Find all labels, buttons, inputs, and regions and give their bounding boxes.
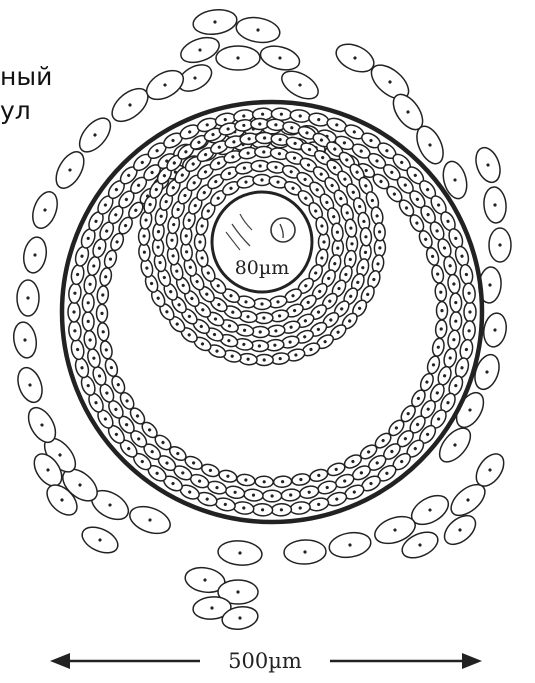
cumulus-cell	[373, 222, 386, 241]
theca-cell	[177, 33, 222, 67]
theca-cell	[78, 522, 122, 558]
granulosa-cell	[462, 320, 476, 341]
theca-cell	[28, 188, 62, 231]
granulosa-cell	[271, 503, 292, 516]
theca-cell	[50, 147, 89, 193]
granulosa-cell	[462, 283, 476, 304]
theca-cell	[489, 228, 511, 262]
theca-cell	[327, 530, 373, 561]
granulosa-cell	[447, 274, 461, 295]
granulosa-cell	[291, 473, 311, 487]
granulosa-cell	[289, 501, 311, 516]
theca-cell	[481, 311, 509, 348]
theca-cell	[434, 423, 477, 468]
granulosa-cell	[218, 469, 238, 484]
granulosa-cell	[281, 488, 301, 501]
granulosa-cell	[430, 264, 445, 284]
arrow-right-icon	[462, 653, 482, 669]
theca-cell	[472, 144, 505, 185]
cumulus-cell	[255, 354, 273, 365]
granulosa-cell	[96, 285, 109, 304]
granulosa-cell	[97, 322, 110, 341]
granulosa-cell	[450, 311, 463, 331]
granulosa-cell	[68, 320, 82, 341]
granulosa-cell	[83, 330, 97, 351]
theca-cell	[258, 42, 302, 74]
granulosa-cell	[464, 302, 476, 322]
granulosa-cell	[309, 468, 329, 484]
theca-cell	[17, 280, 39, 316]
granulosa-cell	[289, 109, 311, 124]
follicle-scale-label: 500µm	[228, 649, 302, 673]
granulosa-cell	[96, 304, 107, 322]
granulosa-cell	[233, 501, 255, 516]
granulosa-cell	[252, 503, 273, 516]
theca-cell	[74, 113, 117, 158]
cumulus-cell	[314, 216, 329, 236]
granulosa-cell	[435, 319, 448, 338]
cumulus-cell	[253, 299, 271, 310]
cumulus-cell	[331, 223, 344, 242]
cumulus-cell	[253, 175, 271, 186]
theca-cell	[11, 320, 39, 359]
theca-cell	[234, 14, 281, 45]
theca-cell	[284, 539, 327, 564]
theca-cell	[142, 65, 189, 106]
granulosa-cell	[273, 476, 292, 488]
theca-cell	[14, 364, 47, 405]
granulosa-cell	[459, 264, 475, 286]
granulosa-cell	[299, 485, 320, 500]
granulosa-cell	[82, 293, 95, 313]
granulosa-cell	[99, 340, 114, 360]
granulosa-cell	[70, 339, 86, 361]
cumulus-cell	[251, 118, 269, 129]
granulosa-cell	[308, 496, 330, 512]
granulosa-cell	[236, 473, 255, 487]
theca-cell	[482, 186, 507, 224]
theca-cell	[277, 65, 323, 104]
granulosa-cell	[255, 476, 273, 488]
granulosa-cell	[431, 337, 445, 357]
granulosa-cell	[82, 312, 95, 332]
granulosa-cell	[434, 283, 447, 302]
theca-cell	[217, 539, 263, 567]
theca-cell	[216, 46, 260, 70]
oocyte-scale-label: 80µm	[235, 257, 290, 279]
cumulus-cell	[360, 228, 372, 247]
granulosa-cell	[70, 264, 86, 286]
scale-bar: 500µm	[50, 649, 482, 673]
theca-cell	[126, 502, 174, 539]
theca-cell	[192, 7, 239, 37]
granulosa-cell	[459, 339, 475, 361]
arrow-left-icon	[50, 653, 70, 669]
granulosa-cell	[98, 267, 112, 287]
granulosa-cell	[447, 329, 461, 350]
theca-cell	[21, 235, 49, 274]
granulosa-cell	[450, 293, 463, 313]
granulosa-cell	[308, 111, 330, 127]
granulosa-cell	[436, 302, 447, 320]
granulosa-cell	[243, 488, 263, 501]
granulosa-cell	[214, 496, 236, 512]
cumulus-cell	[195, 233, 206, 251]
granulosa-cell	[225, 485, 246, 500]
granulosa-cell	[68, 283, 82, 304]
granulosa-cell	[83, 274, 97, 295]
cumulus-cell	[319, 233, 330, 251]
granulosa-cell	[263, 490, 282, 502]
cumulus-cell	[344, 218, 358, 237]
granulosa-cell	[68, 302, 80, 322]
